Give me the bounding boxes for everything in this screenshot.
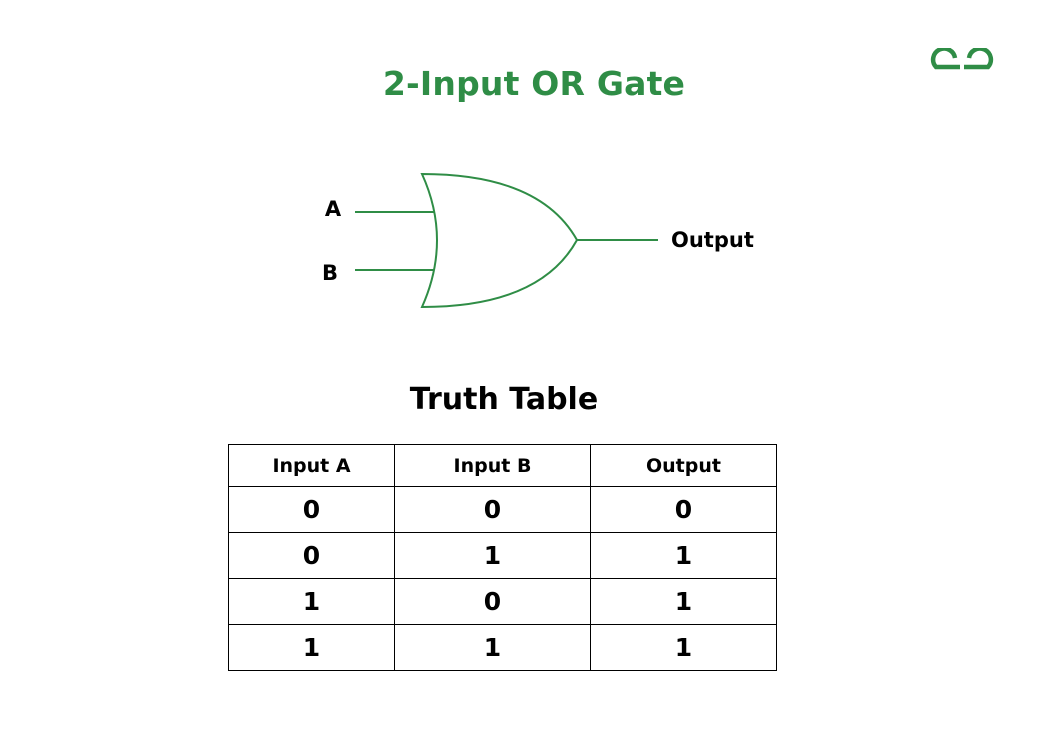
output-label: Output [671,228,754,252]
truth-table-title: Truth Table [409,382,599,417]
header-input-b: Input B [394,444,591,487]
table-header-row: Input A Input B Output [228,444,777,487]
cell-input-a: 1 [228,578,395,625]
cell-output: 0 [590,486,777,533]
input-a-label: A [325,197,342,221]
truth-table: Input A Input B Output 0 0 0 0 1 1 1 0 1… [228,444,777,671]
cell-input-b: 0 [394,486,591,533]
cell-input-b: 0 [394,578,591,625]
table-row: 0 0 0 [228,486,777,533]
or-gate-symbol [420,172,579,309]
page-title: 2-Input OR Gate [382,64,686,103]
cell-input-a: 0 [228,532,395,579]
cell-output: 1 [590,578,777,625]
cell-input-b: 1 [394,624,591,671]
header-input-a: Input A [228,444,395,487]
header-output: Output [590,444,777,487]
cell-input-b: 1 [394,532,591,579]
cell-output: 1 [590,532,777,579]
input-b-label: B [322,261,338,285]
cell-input-a: 1 [228,624,395,671]
table-row: 0 1 1 [228,532,777,579]
gfg-logo-icon [930,48,994,70]
cell-output: 1 [590,624,777,671]
cell-input-a: 0 [228,486,395,533]
table-row: 1 0 1 [228,578,777,625]
table-row: 1 1 1 [228,624,777,671]
